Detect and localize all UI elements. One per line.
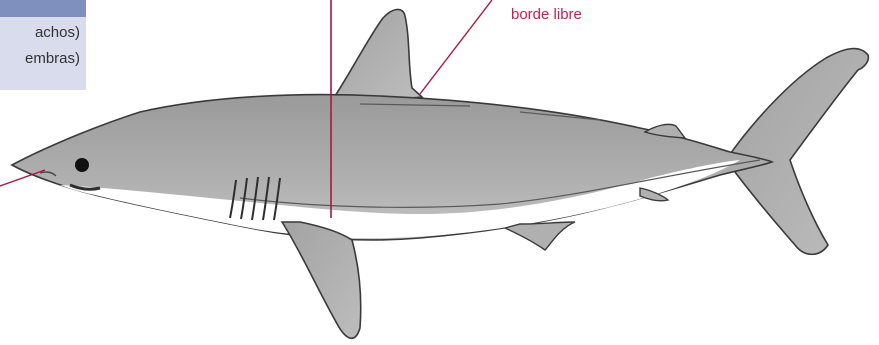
eye [75, 158, 89, 172]
free-edge-pointer-line [420, 0, 492, 94]
caudal-fin [726, 49, 868, 255]
first-dorsal-fin [335, 9, 422, 98]
pectoral-fin [282, 222, 361, 338]
pelvic-fin [505, 222, 575, 250]
